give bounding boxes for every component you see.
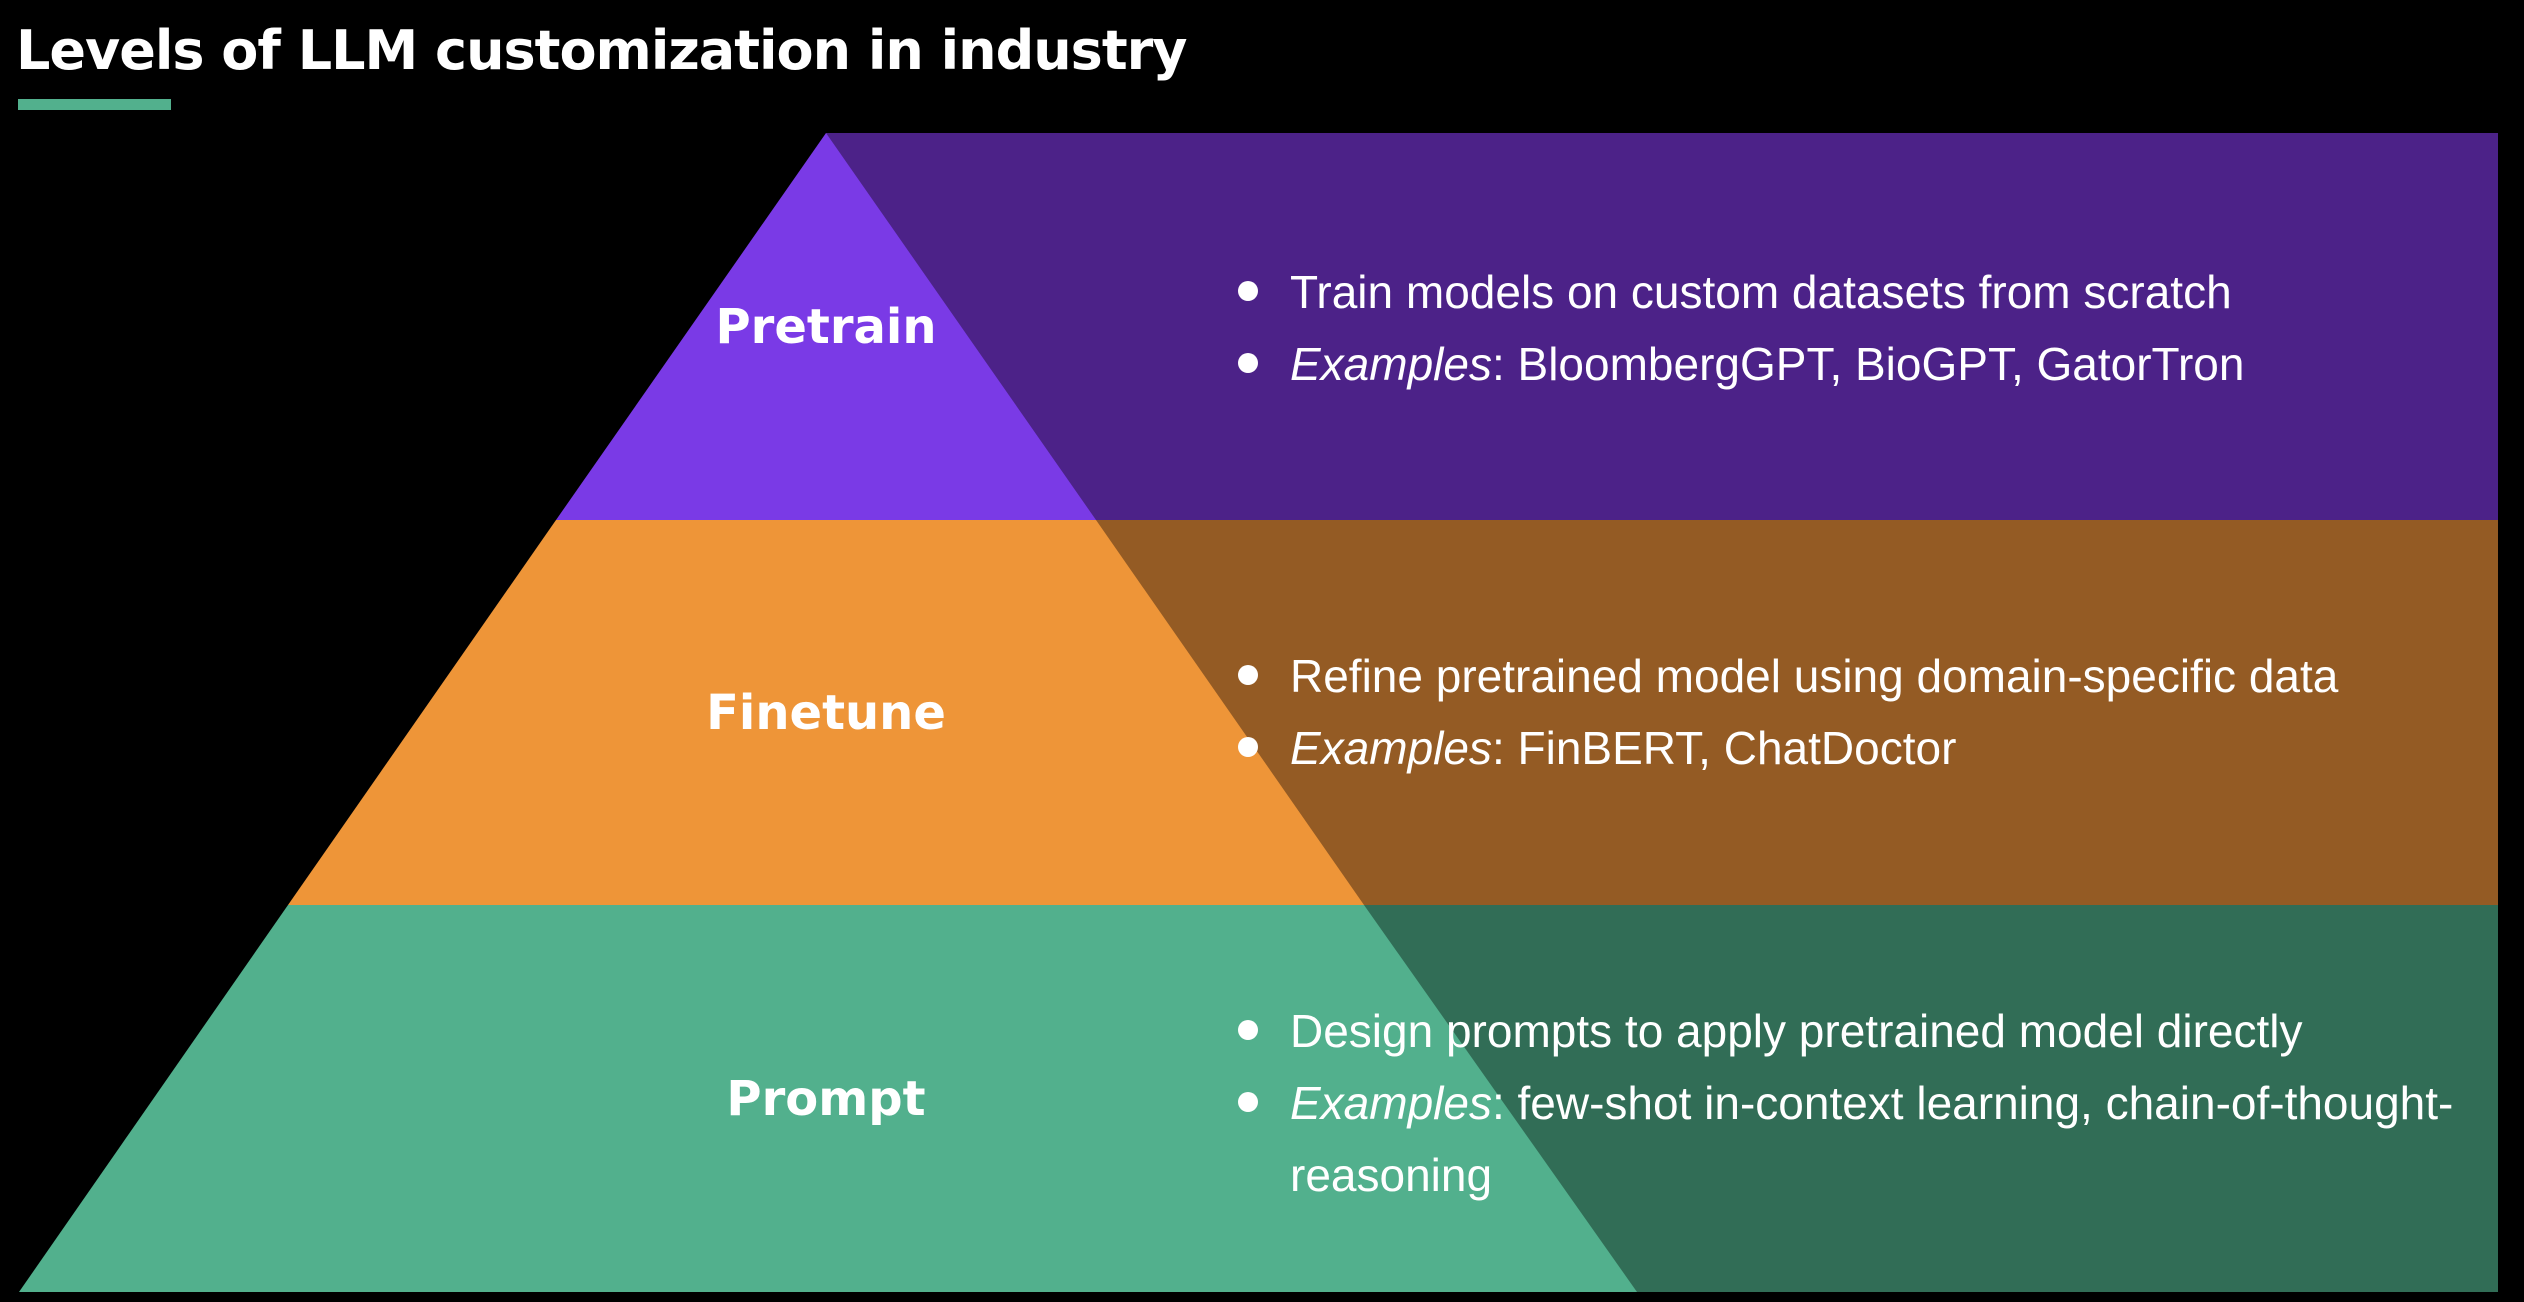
- bullet-icon: [1238, 1092, 1258, 1112]
- prompt-bullet-list: Design prompts to apply pretrained model…: [1230, 995, 2480, 1211]
- prompt-examples-label: Examples: [1290, 1077, 1492, 1129]
- bullet-icon: [1238, 665, 1258, 685]
- prompt-description-item: Design prompts to apply pretrained model…: [1230, 995, 2480, 1067]
- prompt-examples-text: : few-shot in-context learning, chain-of…: [1290, 1077, 2454, 1201]
- prompt-examples-item: Examples: few-shot in-context learning, …: [1230, 1067, 2480, 1211]
- finetune-tier: [288, 520, 1364, 905]
- prompt-tier-label: Prompt: [726, 1071, 926, 1127]
- finetune-bullet-list: Refine pretrained model using domain-spe…: [1230, 640, 2480, 784]
- pretrain-description-item: Train models on custom datasets from scr…: [1230, 256, 2480, 328]
- pretrain-band: [826, 133, 2498, 520]
- pretrain-examples-text: : BloombergGPT, BioGPT, GatorTron: [1491, 338, 2245, 390]
- bullet-icon: [1238, 353, 1258, 373]
- prompt-description: Design prompts to apply pretrained model…: [1290, 1005, 2303, 1057]
- title-accent-underline: [18, 99, 171, 110]
- finetune-description: Refine pretrained model using domain-spe…: [1290, 650, 2339, 702]
- bullet-icon: [1238, 281, 1258, 301]
- pretrain-description: Train models on custom datasets from scr…: [1290, 266, 2232, 318]
- finetune-tier-label: Finetune: [706, 685, 946, 741]
- pretrain-bullet-list: Train models on custom datasets from scr…: [1230, 256, 2480, 400]
- pretrain-tier-label: Pretrain: [715, 299, 937, 355]
- finetune-examples-text: : FinBERT, ChatDoctor: [1491, 722, 1957, 774]
- finetune-description-item: Refine pretrained model using domain-spe…: [1230, 640, 2480, 712]
- prompt-tier: [19, 905, 1637, 1292]
- pretrain-examples-label: Examples: [1290, 338, 1492, 390]
- finetune-examples-item: Examples: FinBERT, ChatDoctor: [1230, 712, 2480, 784]
- bullet-icon: [1238, 737, 1258, 757]
- slide-title: Levels of LLM customization in industry: [16, 19, 1187, 82]
- finetune-examples-label: Examples: [1290, 722, 1492, 774]
- bullet-icon: [1238, 1020, 1258, 1040]
- pretrain-tier: [556, 133, 1096, 520]
- pretrain-examples-item: Examples: BloombergGPT, BioGPT, GatorTro…: [1230, 328, 2480, 400]
